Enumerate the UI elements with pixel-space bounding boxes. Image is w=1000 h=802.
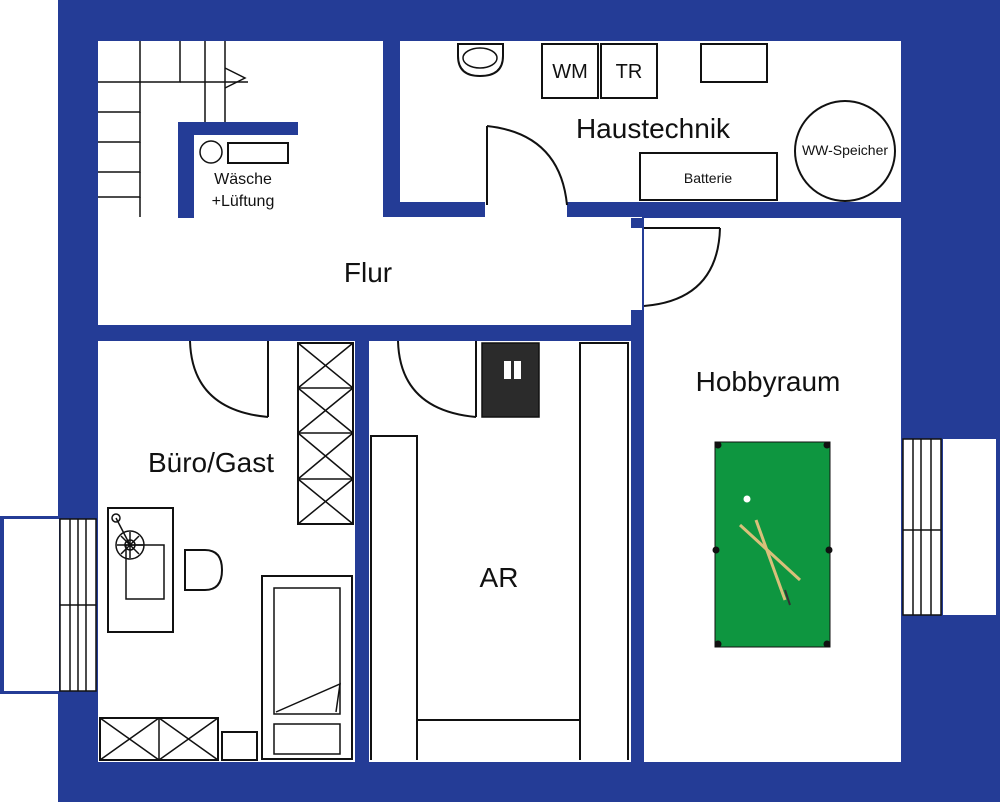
wall-flur-bottom-2	[270, 325, 397, 341]
ww-speicher-label: WW-Speicher	[802, 142, 888, 158]
cabinet-box	[700, 43, 768, 83]
cue-stick-2	[754, 519, 787, 601]
cue-ball	[743, 495, 751, 503]
room-label-hobby: Hobbyraum	[696, 366, 841, 397]
wall-flur-hobby	[631, 218, 644, 228]
heater-slot-2	[514, 361, 521, 379]
wm-label: WM	[552, 61, 588, 83]
washing-machine-box	[541, 43, 599, 99]
room-label-buero: Büro/Gast	[148, 447, 274, 478]
ventilation-unit	[227, 142, 289, 164]
wall-flur-bottom-3	[478, 325, 631, 341]
window-right	[901, 436, 1000, 618]
door-ar	[397, 340, 477, 418]
water-tank-circle	[794, 100, 896, 202]
billiard-table	[712, 441, 833, 648]
wall-waesche-left	[178, 122, 194, 218]
sink-icon	[457, 43, 504, 78]
wall-buero-ar	[355, 325, 369, 762]
tr-label: TR	[616, 61, 643, 83]
battery-box	[639, 152, 778, 201]
room-label-haustechnik: Haustechnik	[576, 113, 731, 144]
drain-icon	[199, 140, 223, 164]
bed	[261, 575, 353, 760]
wall-waesche-top	[178, 122, 298, 135]
wall-flur-bottom-1	[98, 325, 188, 341]
heater-slot-1	[504, 361, 511, 379]
room-label-waesche: Wäsche	[214, 171, 272, 188]
desk	[107, 507, 174, 633]
chair-icon	[184, 549, 224, 591]
cabinet-crossed	[99, 717, 219, 761]
dryer-box	[600, 43, 658, 99]
room-label-flur: Flur	[344, 257, 392, 288]
window-left	[0, 516, 98, 694]
flur-room	[98, 217, 642, 325]
cue-stick-1	[738, 523, 802, 582]
shelf-crossed	[297, 342, 354, 525]
batterie-label: Batterie	[684, 170, 732, 186]
door-haustechnik	[486, 125, 568, 206]
door-hobby	[643, 227, 721, 307]
heater	[481, 342, 540, 418]
wall-ar-hobby	[631, 310, 644, 762]
room-label-lueftung: +Lüftung	[212, 193, 275, 210]
staircase	[98, 41, 248, 217]
door-buero	[189, 340, 269, 418]
flur-upper-opening	[485, 200, 567, 220]
ar-shelving	[370, 342, 629, 760]
small-cabinet	[221, 731, 258, 761]
room-label-ar: AR	[480, 562, 519, 593]
